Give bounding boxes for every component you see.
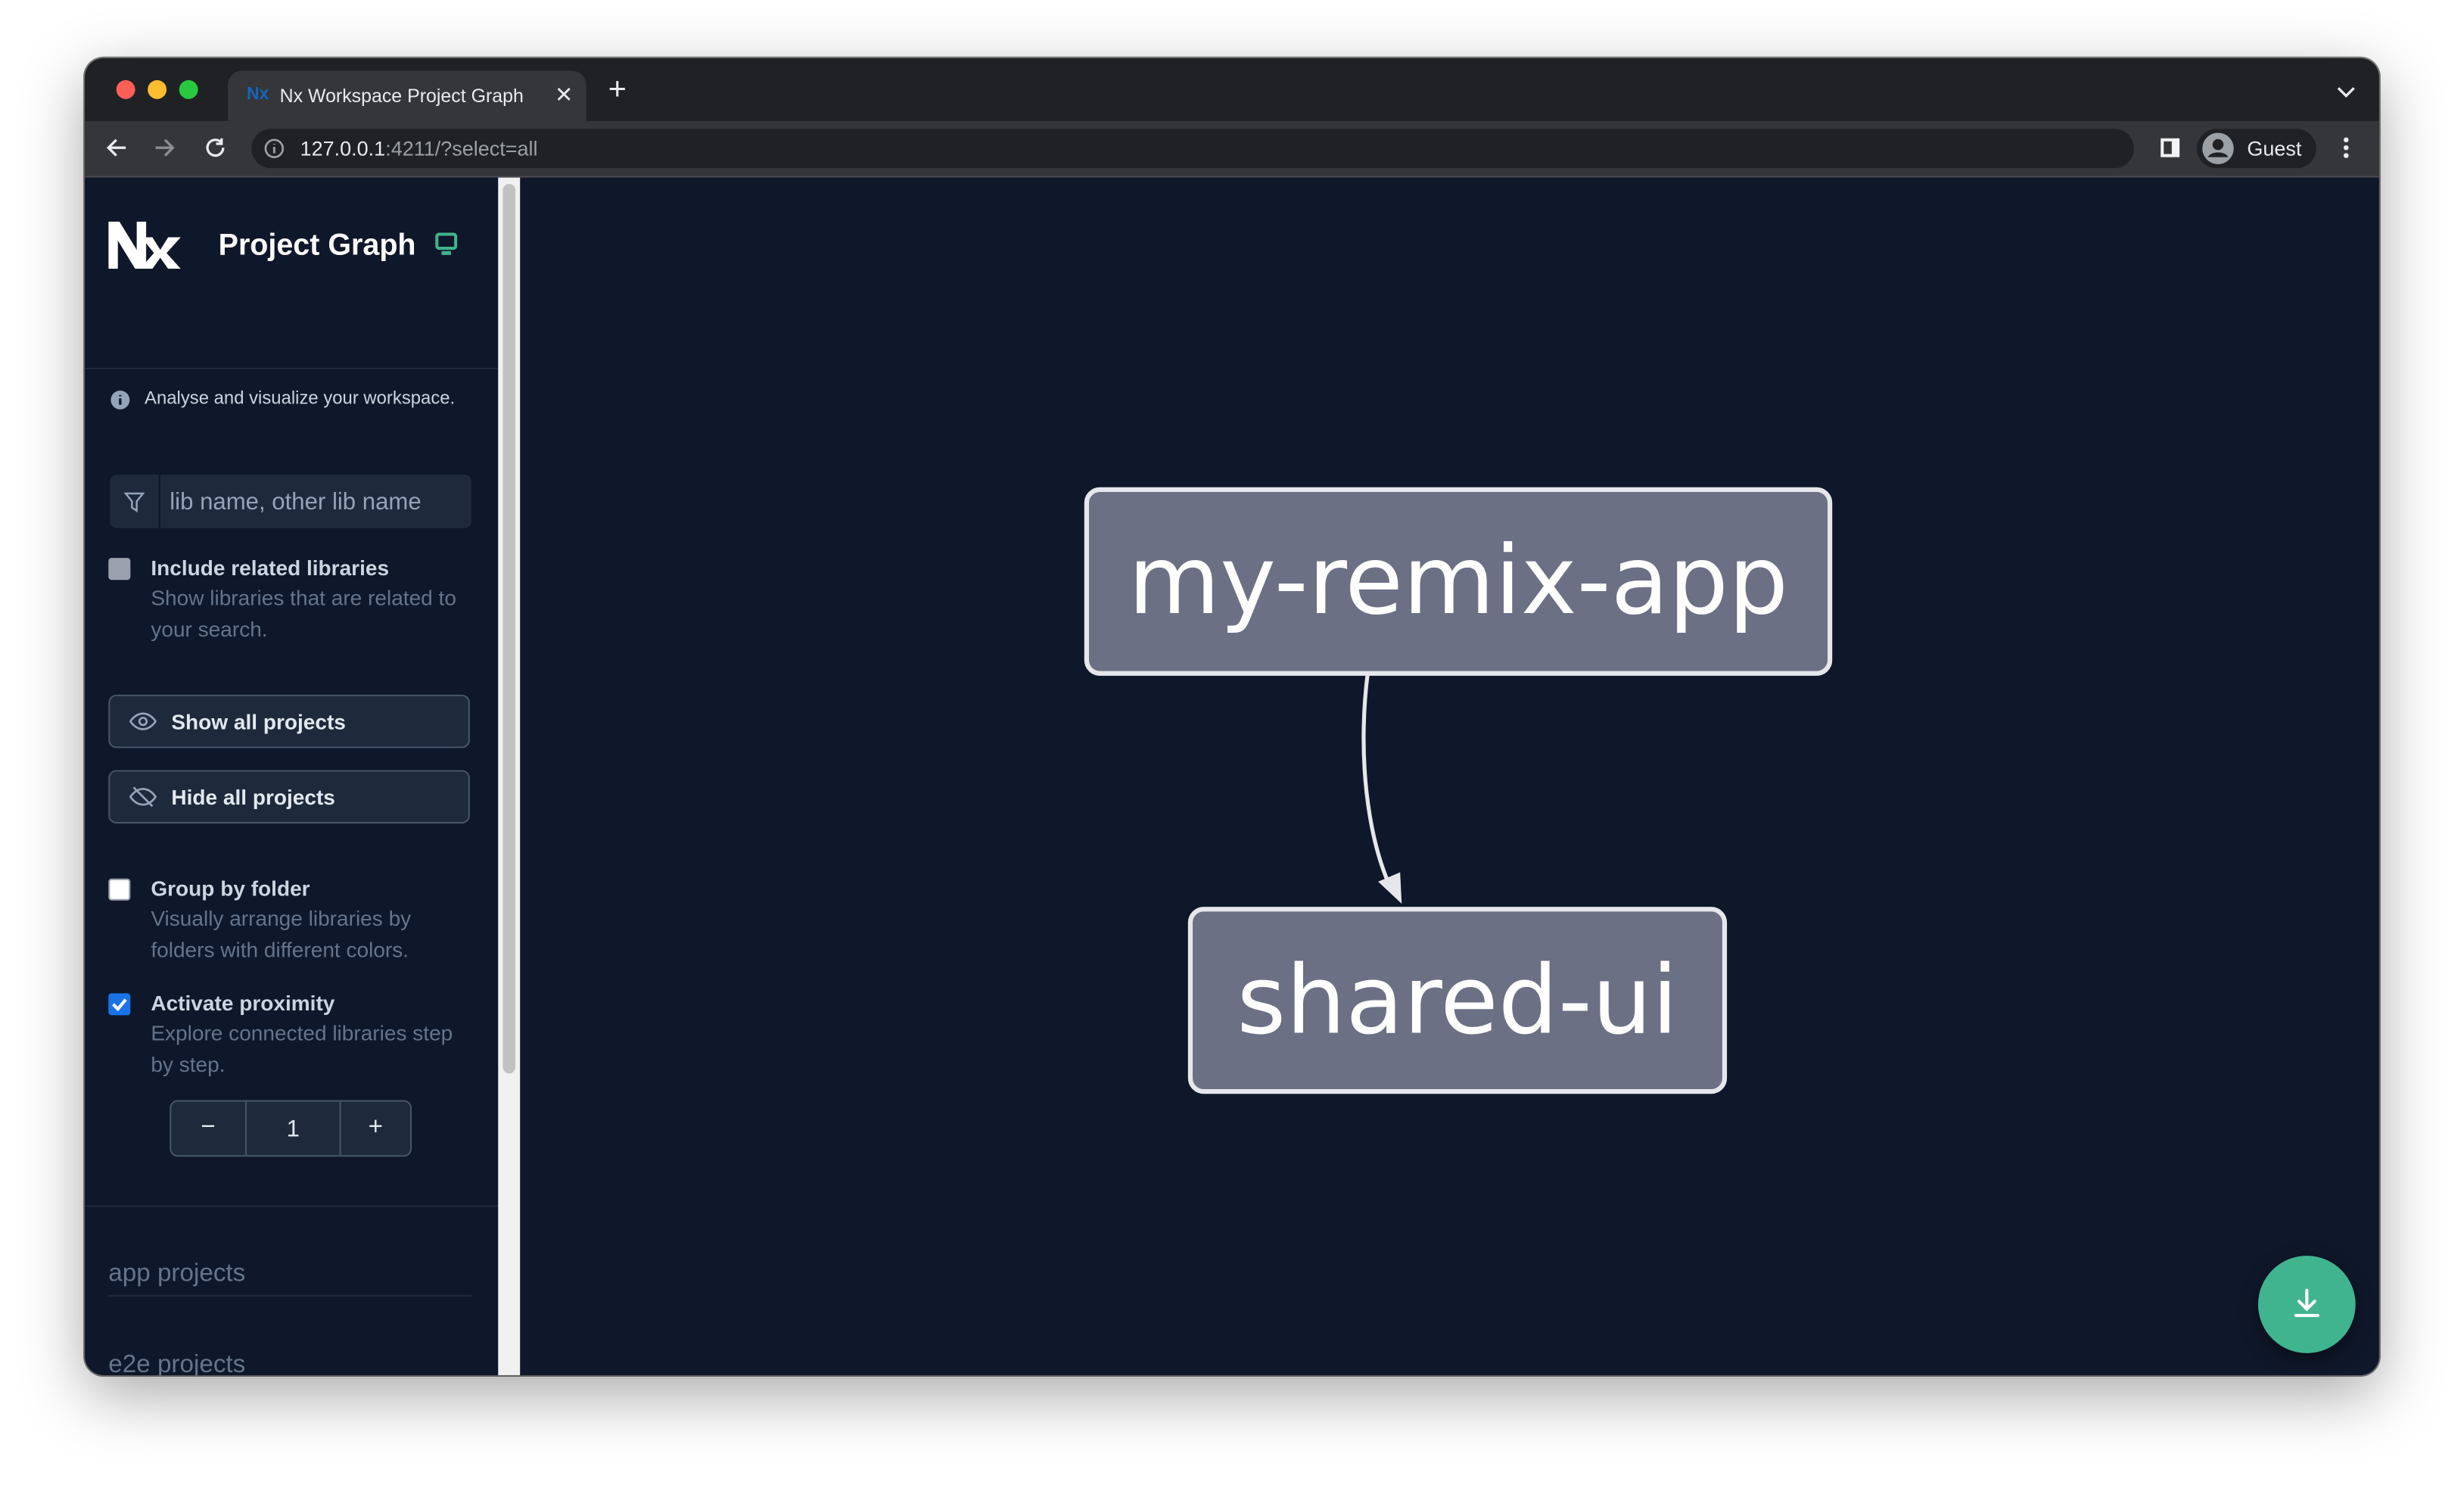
group-app-projects: app projects <box>108 1260 471 1297</box>
activate-proximity-description: Explore connected libraries step by step… <box>151 1021 453 1076</box>
maximize-window-button[interactable] <box>179 79 198 99</box>
proximity-stepper: − 1 + <box>170 1100 412 1157</box>
new-tab-button[interactable]: + <box>608 72 627 107</box>
info-icon <box>110 391 130 409</box>
decrement-button[interactable]: − <box>171 1101 247 1156</box>
monitor-icon[interactable] <box>435 232 458 256</box>
url-host: 127.0.0.1 <box>300 136 386 160</box>
browser-toolbar: 127.0.0.1:4211/?select=all Guest <box>85 120 2379 178</box>
sidebar-scrollbar[interactable] <box>498 177 521 1375</box>
profile-label: Guest <box>2247 136 2302 160</box>
eye-off-icon <box>129 786 157 808</box>
scrollbar-thumb[interactable] <box>502 183 516 1074</box>
eye-icon <box>129 712 157 730</box>
graph-canvas[interactable]: my-remix-app shared-ui <box>520 177 2379 1375</box>
side-panel-icon[interactable] <box>2161 138 2180 157</box>
info-text: Analyse and visualize your workspace. <box>145 389 456 409</box>
show-all-projects-button[interactable]: Show all projects <box>108 694 470 749</box>
divider <box>85 1205 499 1207</box>
filter-icon-container <box>110 475 160 528</box>
show-all-projects-label: Show all projects <box>171 710 346 734</box>
reload-icon[interactable] <box>204 137 226 159</box>
checkmark-icon <box>112 998 127 1012</box>
divider <box>85 367 499 369</box>
group-e2e-projects: e2e projects <box>108 1352 471 1375</box>
graph-edges <box>1361 555 1404 904</box>
search-field[interactable] <box>110 475 478 528</box>
browser-window: Nx Nx Workspace Project Graph ✕ + 127.0.… <box>85 58 2379 1375</box>
graph-node[interactable]: shared-ui <box>1187 907 1728 1094</box>
browser-tab[interactable]: Nx Nx Workspace Project Graph ✕ <box>228 70 586 121</box>
proximity-value[interactable]: 1 <box>247 1101 341 1156</box>
close-tab-icon[interactable]: ✕ <box>555 81 574 107</box>
group-by-folder-description: Visually arrange libraries by folders wi… <box>151 907 412 961</box>
nx-logo-icon <box>108 221 181 269</box>
site-info-icon[interactable] <box>264 139 285 159</box>
url-text: 127.0.0.1:4211/?select=all <box>300 137 538 160</box>
include-related-checkbox[interactable] <box>108 558 131 581</box>
search-input[interactable] <box>160 475 478 528</box>
hide-all-projects-label: Hide all projects <box>171 786 335 810</box>
group-by-folder-checkbox[interactable] <box>108 878 131 901</box>
include-related-description: Show libraries that are related to your … <box>151 586 456 641</box>
minimize-window-button[interactable] <box>148 79 167 99</box>
tab-list-chevron-icon[interactable] <box>2337 86 2356 99</box>
avatar-icon <box>2202 132 2234 164</box>
address-bar[interactable]: 127.0.0.1:4211/?select=all <box>251 129 2134 169</box>
url-path: :4211/?select=all <box>385 136 538 160</box>
filter-icon <box>124 492 145 512</box>
graph-node[interactable]: my-remix-app <box>1084 487 1833 676</box>
activate-proximity-checkbox[interactable] <box>108 993 131 1016</box>
page-title: Project Graph <box>218 229 416 263</box>
download-icon <box>2294 1288 2319 1318</box>
tab-bar: Nx Nx Workspace Project Graph ✕ + <box>85 58 2379 121</box>
hide-all-projects-button[interactable]: Hide all projects <box>108 770 470 824</box>
increment-button[interactable]: + <box>368 1114 383 1141</box>
forward-arrow-icon[interactable] <box>154 137 176 159</box>
activate-proximity-label: Activate proximity <box>151 991 335 1016</box>
include-related-label: Include related libraries <box>151 556 390 581</box>
profile-button[interactable]: Guest <box>2196 129 2316 169</box>
nx-favicon-icon: Nx <box>247 85 269 104</box>
close-window-button[interactable] <box>116 79 135 99</box>
download-button[interactable] <box>2257 1256 2356 1353</box>
back-arrow-icon[interactable] <box>105 137 127 159</box>
sidebar: Project Graph Analyse and visualize your… <box>85 177 499 1375</box>
browser-menu-icon[interactable] <box>2341 137 2350 162</box>
tab-title: Nx Workspace Project Graph <box>279 85 524 107</box>
group-by-folder-label: Group by folder <box>151 876 310 901</box>
edge-arrowhead <box>1378 872 1402 904</box>
